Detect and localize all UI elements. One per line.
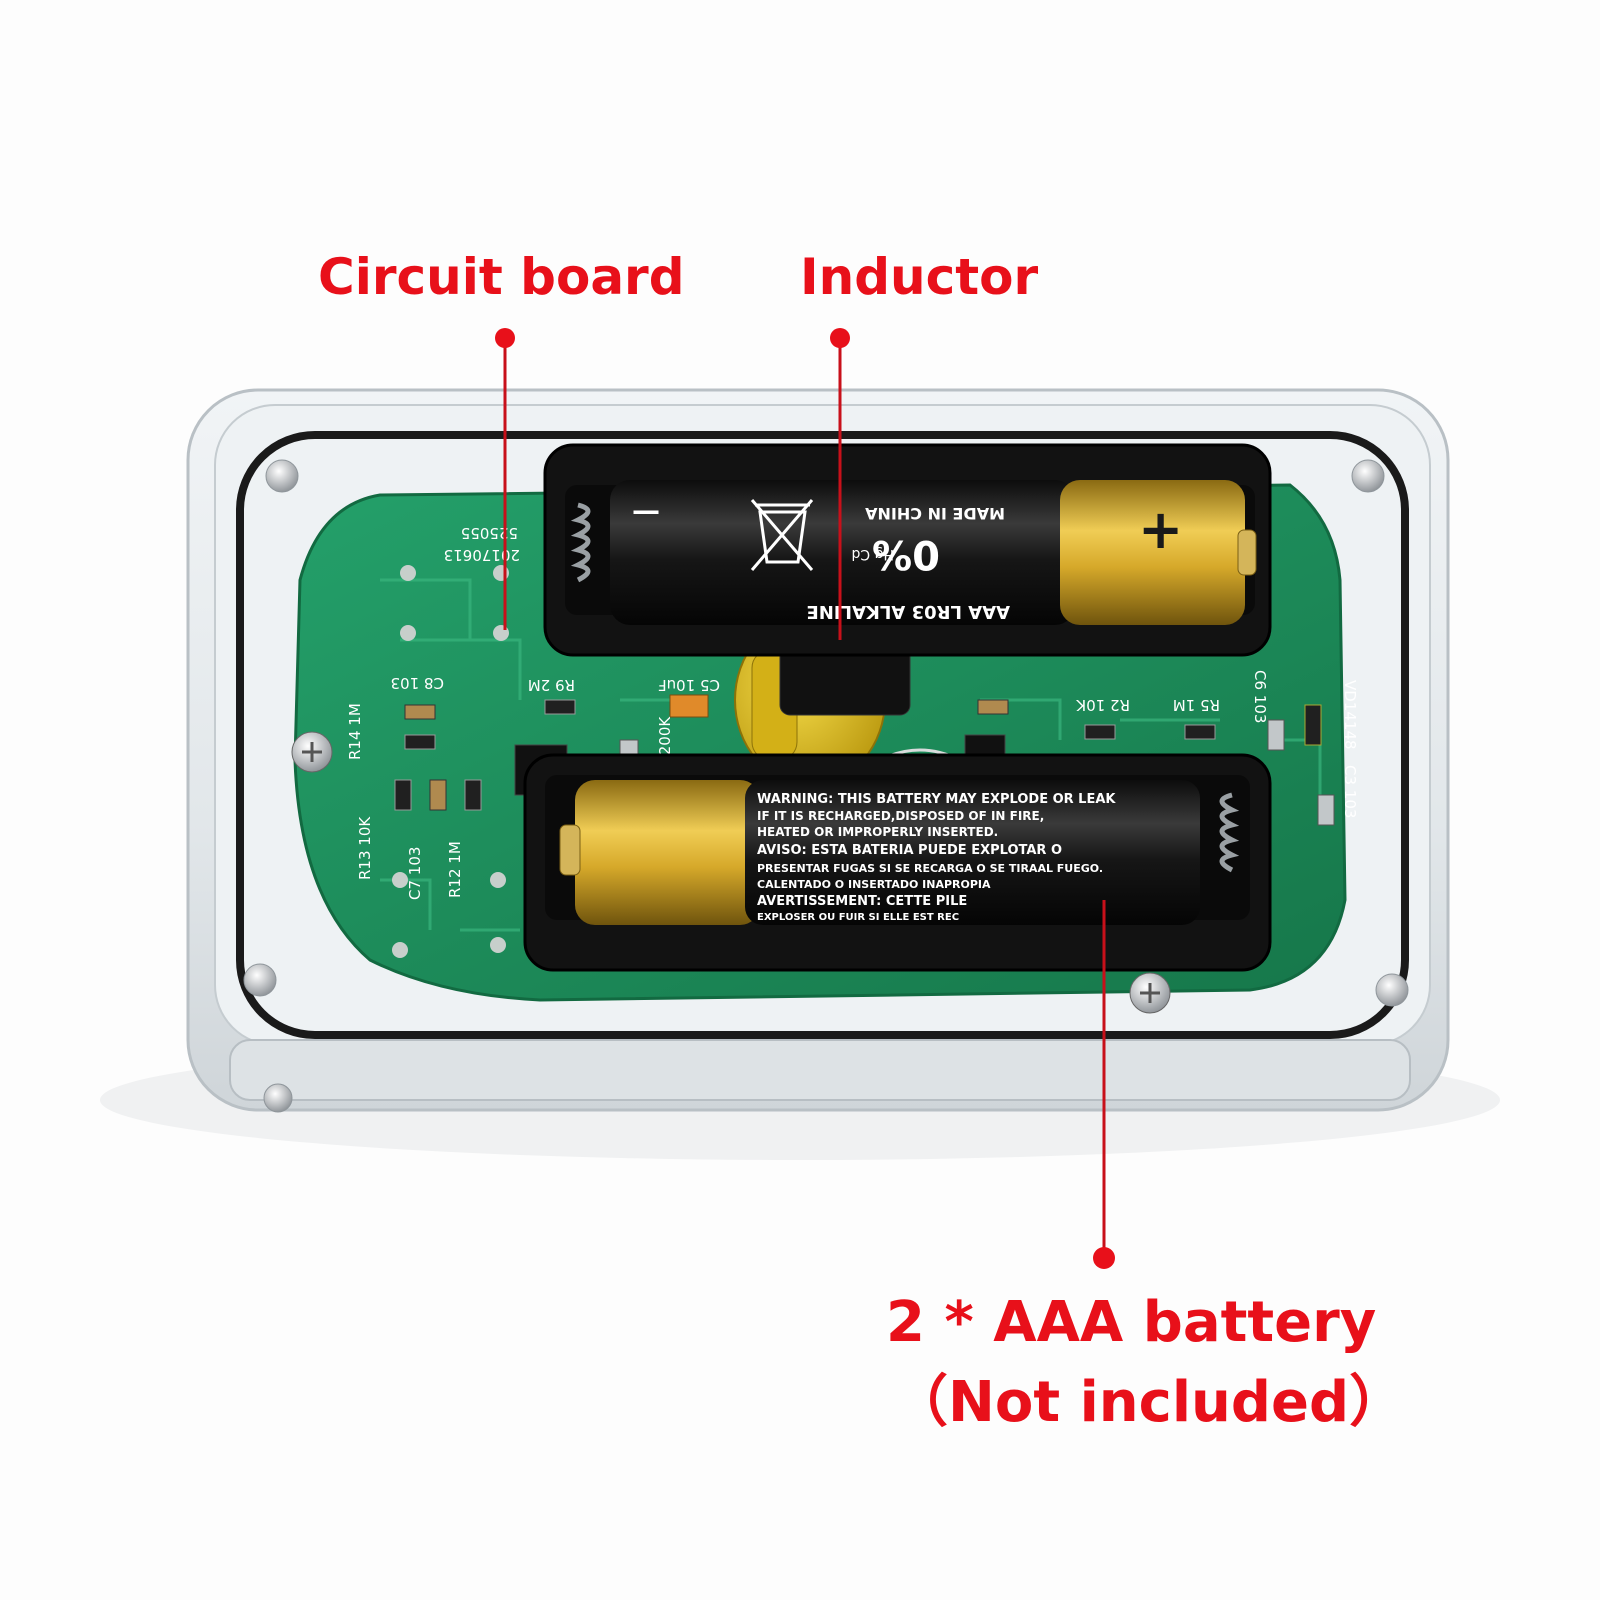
battery-avert-2: EXPLOSER OU FUIR SI ELLE EST REC xyxy=(757,912,959,923)
callout-battery-note: （Not included） xyxy=(892,1370,1406,1435)
battery-top-plus: + xyxy=(1138,498,1183,561)
battery-warning-3: HEATED OR IMPROPERLY INSERTED. xyxy=(757,825,998,839)
battery-avert-1: AVERTISSEMENT: CETTE PILE xyxy=(757,894,967,909)
battery-bottom: WARNING: THIS BATTERY MAY EXPLODE OR LEA… xyxy=(523,753,1272,972)
pcb-label-code: 525055 xyxy=(461,524,518,542)
battery-top-mercury: 0% xyxy=(872,531,940,577)
callout-battery: 2 * AAA battery xyxy=(886,1290,1377,1355)
battery-top-made-in: MADE IN CHINA xyxy=(865,504,1005,523)
battery-top-model: AAA LR03 ALKALINE xyxy=(806,601,1010,622)
callout-inductor: Inductor xyxy=(800,248,1039,306)
callout-circuit-board: Circuit board xyxy=(318,248,685,306)
gasket xyxy=(236,431,1409,1039)
pcb-label-c7: C7 103 xyxy=(406,847,424,900)
battery-aviso-2: PRESENTAR FUGAS SI SE RECARGA O SE TIRAA… xyxy=(757,862,1103,875)
pcb-label-c8: C8 103 xyxy=(391,674,444,692)
pcb-label-r14: R14 1M xyxy=(346,703,364,760)
battery-aviso-3: CALENTADO O INSERTADO INAPROPIA xyxy=(757,878,991,891)
pcb-label-date: 20170613 xyxy=(444,546,520,564)
pcb-label-c6: C6 103 xyxy=(1251,670,1269,723)
battery-warning-1: WARNING: THIS BATTERY MAY EXPLODE OR LEA… xyxy=(757,792,1116,807)
battery-top-minus: — xyxy=(632,494,660,527)
pcb-label-r13: R13 10K xyxy=(356,816,374,880)
pcb-label-r12: R12 1M xyxy=(446,841,464,898)
pcb-label-c3: C3 103 xyxy=(1341,765,1359,818)
pcb-label-vd: VD14148 xyxy=(1341,680,1359,750)
battery-top-hgcd: Hg Cd xyxy=(851,546,894,562)
battery-warning-2: IF IT IS RECHARGED,DISPOSED OF IN FIRE, xyxy=(757,809,1044,823)
pcb-label-r9: R9 2M xyxy=(528,676,575,694)
battery-aviso-1: AVISO: ESTA BATERIA PUEDE EXPLOTAR O xyxy=(757,843,1062,858)
crossed-bin-icon xyxy=(750,499,814,571)
pcb-label-r2: R2 10K xyxy=(1075,696,1130,714)
callout-pointers xyxy=(495,328,1115,1269)
battery-top: + — MADE IN CHINA 0% Hg Cd AAA LR03 ALKA… xyxy=(543,443,1272,657)
pcb-label-r5: R5 1M xyxy=(1173,696,1220,714)
pcb-label-c5: C5 10uF xyxy=(658,676,720,694)
